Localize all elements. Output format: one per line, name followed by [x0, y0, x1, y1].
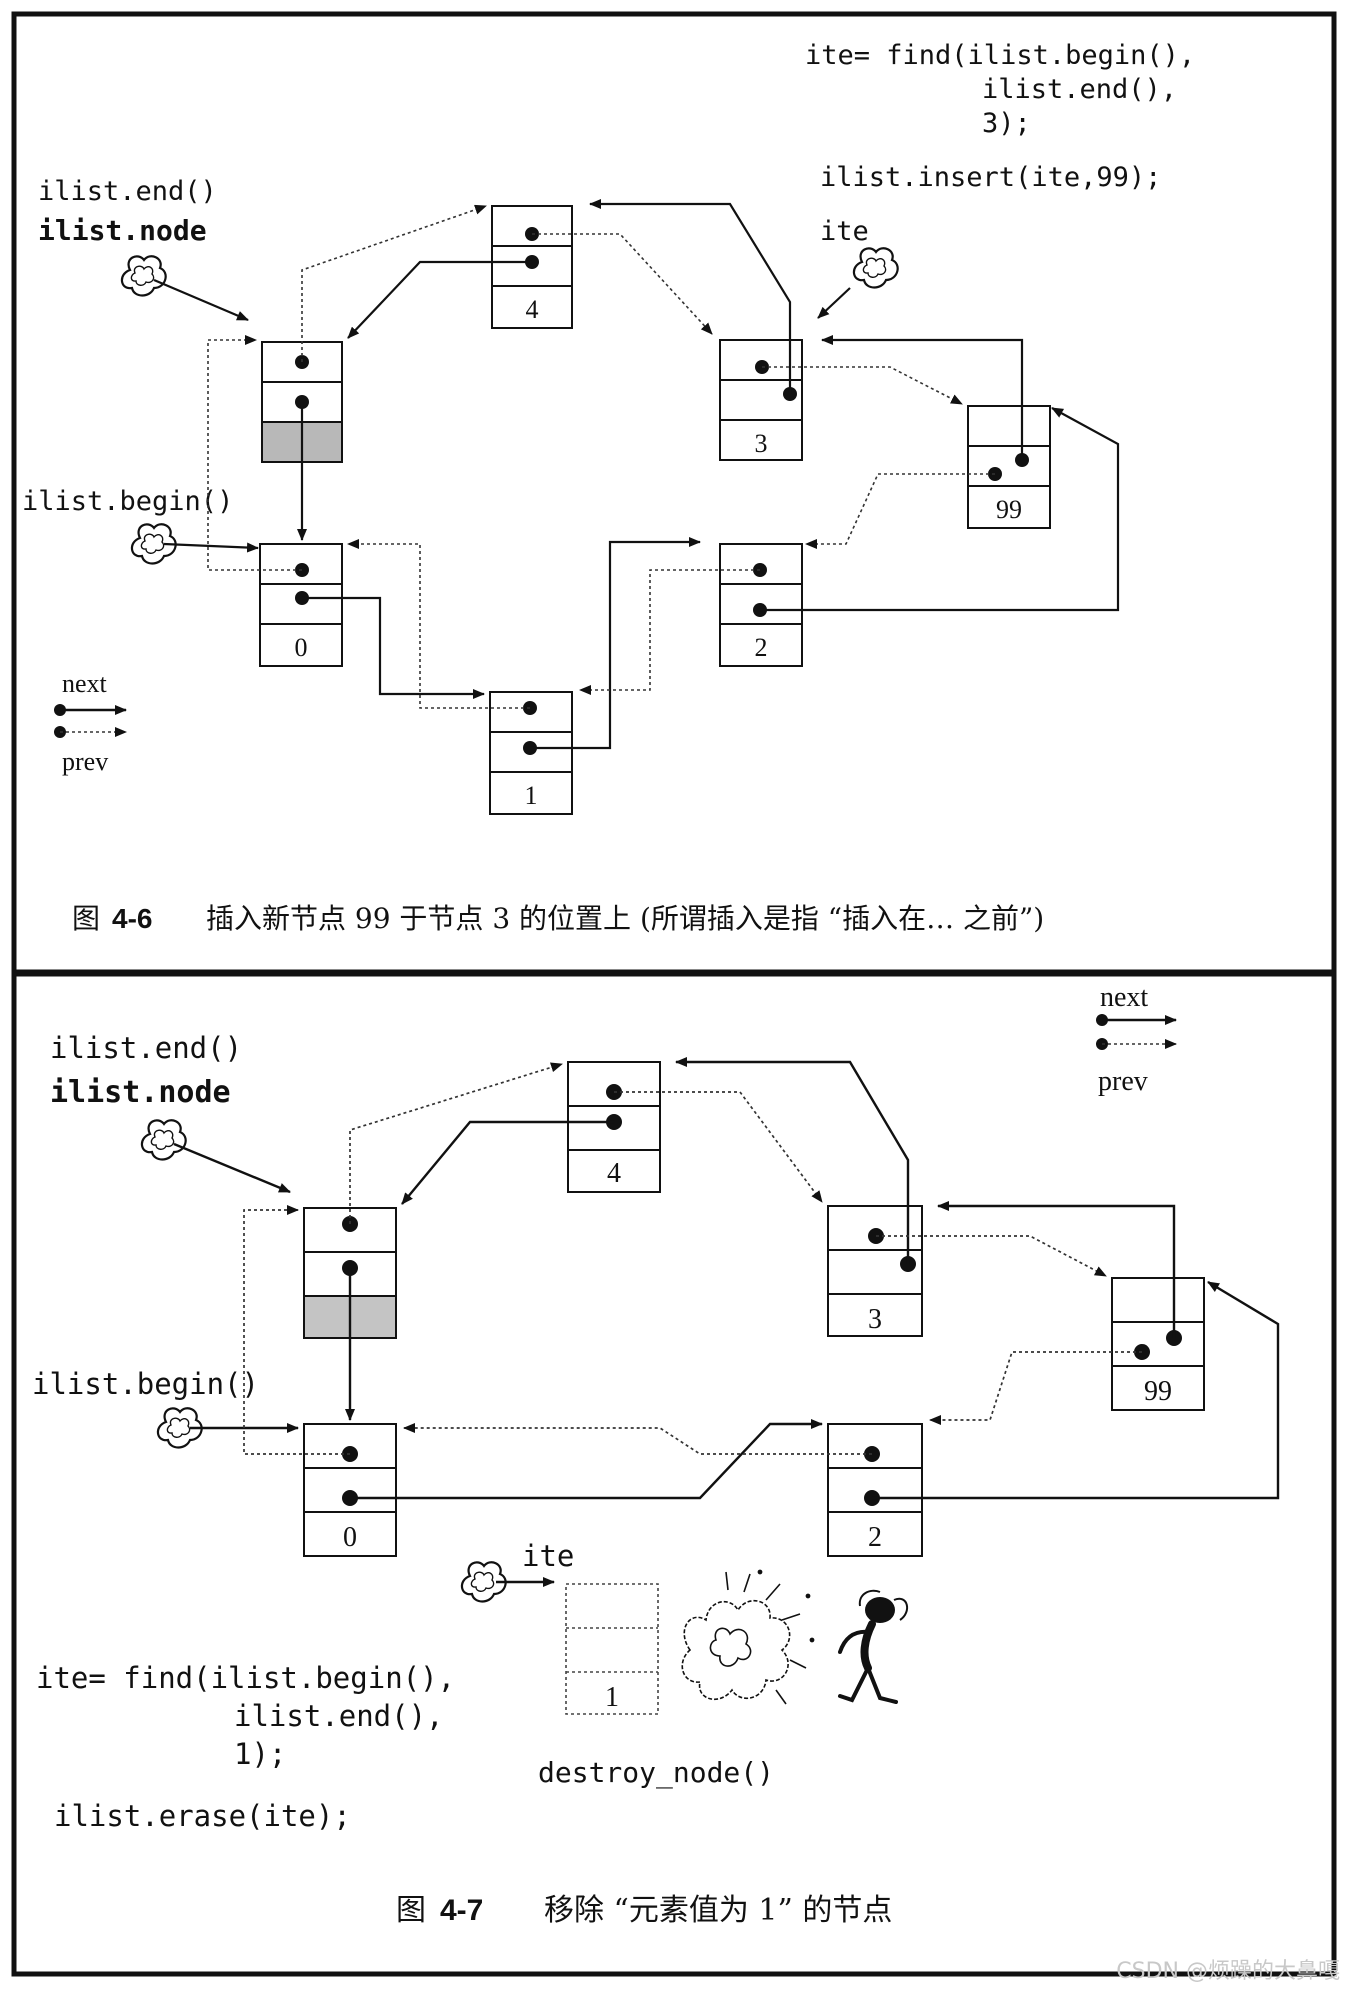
fig46-prev-links [207, 204, 995, 709]
fig46-legend-next: next [62, 669, 108, 698]
fig46-caption-number: 4-6 [112, 903, 152, 934]
fig47-node-99-value: 99 [1144, 1376, 1172, 1407]
fig46-node-2-value: 2 [755, 633, 768, 662]
fig47-node-0-value: 0 [343, 1522, 357, 1553]
fig47-caption-prefix: 图 [396, 1893, 426, 1928]
fig47-prev-links [243, 1062, 1142, 1455]
fig47-code-line-3: 1); [234, 1737, 286, 1771]
figure-4-6: ite= find(ilist.begin(), ilist.end(), 3)… [22, 40, 1195, 935]
fig46-label-end: ilist.end() [38, 176, 217, 207]
fig46-node-99: 99 [967, 405, 1051, 529]
fig46-legend: next prev [54, 669, 127, 776]
fig47-node-99: 99 [1111, 1277, 1205, 1411]
fig46-pointer-cloud-ite [852, 247, 899, 289]
fig46-caption-text: 插入新节点 99 于节点 3 的位置上 (所谓插入是指 “插入在… 之前”) [206, 902, 1044, 935]
fig47-node-1-value: 1 [605, 1682, 619, 1713]
fig47-running-figure-icon [838, 1589, 909, 1704]
fig47-label-node: ilist.node [50, 1075, 231, 1110]
fig46-next-links [153, 199, 1120, 750]
fig46-pointer-cloud-node [120, 255, 167, 297]
fig47-caption-text: 移除 “元素值为 1” 的节点 [544, 1893, 892, 1928]
fig46-legend-prev: prev [62, 747, 108, 776]
fig47-node-1-destroyed: 1 [565, 1583, 659, 1715]
fig46-label-node: ilist.node [38, 214, 207, 247]
fig46-node-3-value: 3 [755, 429, 768, 458]
fig47-node-2-value: 2 [868, 1522, 882, 1553]
fig47-label-end: ilist.end() [50, 1031, 242, 1065]
fig47-pointer-cloud-node [140, 1119, 187, 1161]
fig46-node-4-value: 4 [526, 295, 539, 324]
figure-4-7: ilist.end() ilist.node ilist.begin() ite… [32, 982, 1280, 1928]
fig46-node-99-value: 99 [996, 495, 1022, 524]
fig47-link-dots [342, 1084, 1182, 1506]
fig47-smoke-cloud-icon [681, 1569, 815, 1705]
fig47-node-4-value: 4 [607, 1158, 621, 1189]
fig47-code-line-1: ite= find(ilist.begin(), [36, 1661, 455, 1695]
fig47-label-ite: ite [522, 1539, 574, 1573]
fig47-code-line-2: ilist.end(), [234, 1699, 444, 1733]
fig47-next-links [173, 1057, 1280, 1587]
fig46-code-line-4: ilist.insert(ite,99); [820, 162, 1161, 193]
fig46-node-1-value: 1 [525, 781, 538, 810]
fig46-link-dots [295, 227, 1029, 755]
fig47-destroy-node-label: destroy_node() [538, 1756, 774, 1790]
fig47-label-begin: ilist.begin() [32, 1367, 259, 1401]
fig46-label-begin: ilist.begin() [22, 486, 233, 517]
fig46-code-line-3: 3); [982, 108, 1031, 139]
fig47-caption: 图 4-7 移除 “元素值为 1” 的节点 [396, 1893, 892, 1928]
fig47-caption-number: 4-7 [440, 1894, 483, 1927]
fig46-node-0-value: 0 [295, 633, 308, 662]
fig46-code-line-2: ilist.end(), [982, 74, 1177, 105]
fig46-node-3: 3 [719, 339, 803, 461]
fig47-legend: next prev [1096, 982, 1177, 1097]
fig47-legend-next: next [1100, 982, 1148, 1013]
fig46-caption-prefix: 图 [72, 902, 100, 935]
fig46-caption: 图 4-6 插入新节点 99 于节点 3 的位置上 (所谓插入是指 “插入在… … [72, 902, 1044, 935]
fig46-code-line-1: ite= find(ilist.begin(), [805, 40, 1195, 71]
fig46-label-ite: ite [820, 216, 869, 247]
fig47-node-3-value: 3 [868, 1304, 882, 1335]
fig47-legend-prev: prev [1098, 1066, 1148, 1097]
fig46-node-0: 0 [259, 543, 343, 667]
figure-4-7-frame [11, 971, 1337, 1977]
fig47-code-line-4: ilist.erase(ite); [54, 1799, 351, 1833]
csdn-watermark: CSDN @烦躁的大鼻嘎 [1116, 1959, 1340, 1984]
fig47-node-2: 2 [827, 1423, 923, 1557]
